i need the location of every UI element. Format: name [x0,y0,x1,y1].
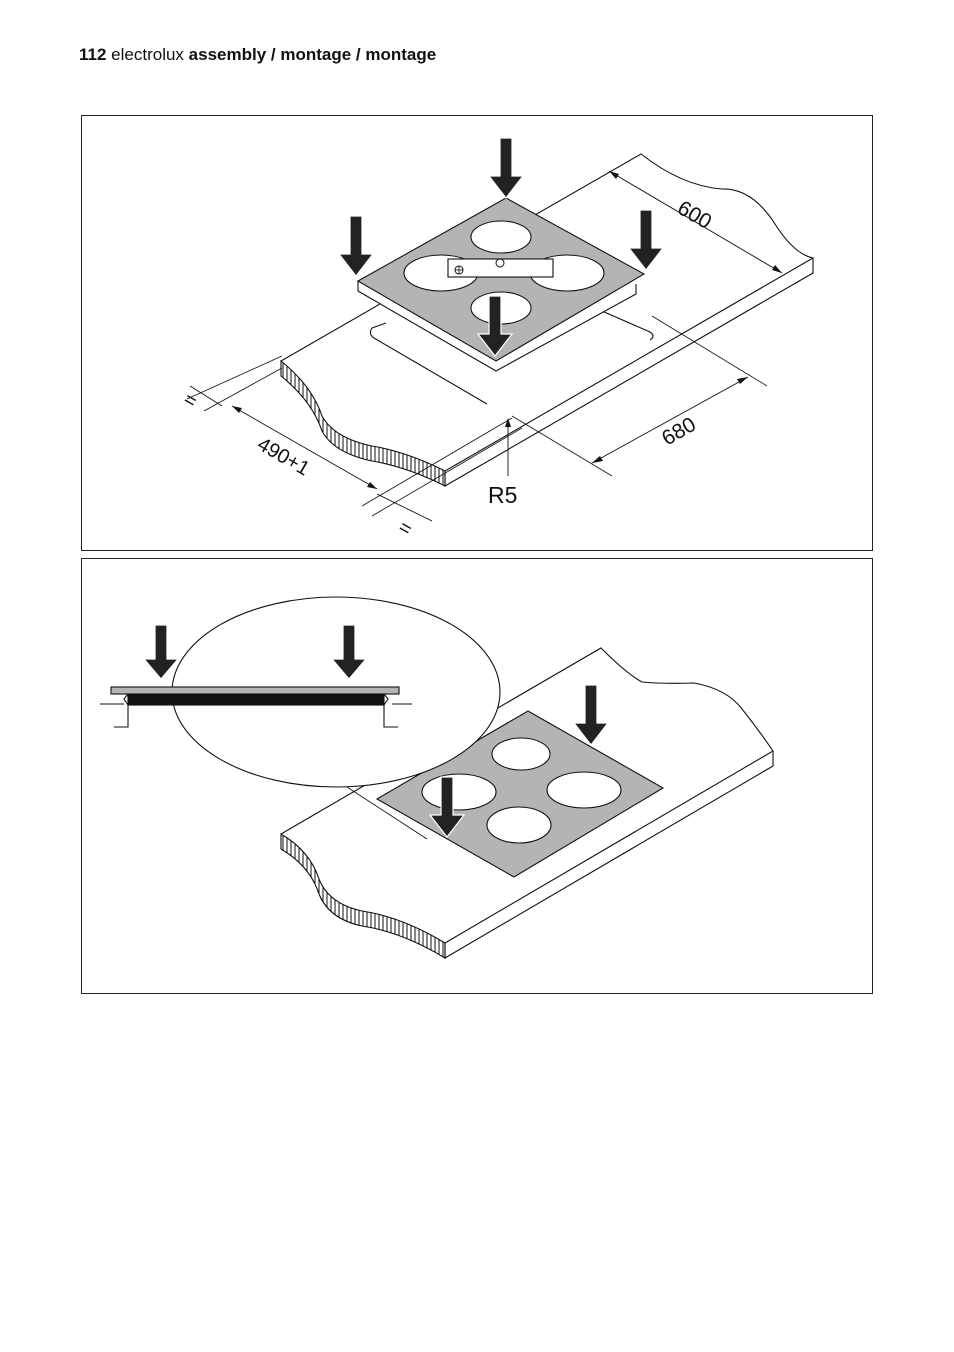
dim-line-680 [591,376,749,464]
page-header: 112 electrolux assembly / montage / mont… [79,45,436,65]
detail-leader [346,786,428,840]
extension-line [361,417,513,507]
dimension-600: 600 [674,196,716,233]
press-arrows [142,624,610,838]
figure-cutout-dimensions: 600 680 490+1 R5 = = [81,115,873,551]
arrowhead [609,171,619,179]
figure-1-drawing: 600 680 490+1 R5 = = [180,137,815,541]
cooking-zone [486,806,552,844]
arrowhead [367,482,377,489]
arrowhead [737,377,748,384]
worktop-cut-section [280,833,446,959]
equal-sign-left: = [180,388,201,413]
extension-line [371,427,523,517]
cooking-zone [546,771,622,809]
detail-seal [127,694,385,706]
cutout-left-edge [371,322,387,329]
radius-label: R5 [488,482,517,508]
press-arrows [337,137,665,357]
extension-line [203,367,283,412]
detail-clip-left [114,693,129,728]
extension-line [511,415,613,477]
detail-view [100,596,501,788]
page-number: 112 [79,45,107,64]
arrowhead [505,418,511,427]
dimension-490: 490+1 [254,433,314,480]
detail-glass [110,686,400,695]
dim-line-600 [608,170,783,274]
hob-glass [356,197,646,362]
worktop-cut-section [280,359,446,487]
down-arrow-icon [487,137,525,199]
cutout-left-corner [369,327,488,405]
figure-hob-fitting [81,558,873,994]
section-title: assembly / montage / montage [188,45,437,64]
dim-line-equal-bottom [376,493,433,522]
dim-line-equal-left [189,385,223,407]
cooking-zone [491,737,551,771]
cooking-zone [470,220,532,254]
cutout-right-corner [601,310,654,341]
down-arrow-icon [428,776,466,838]
worktop-outline [280,153,815,472]
down-arrow-icon [337,215,375,277]
down-arrow-icon [572,684,610,746]
arrowhead [592,456,603,463]
down-arrow-icon [476,295,514,357]
spirit-level [447,258,554,278]
detail-clip-right [383,693,398,728]
brand-name: electrolux [111,45,184,64]
equal-sign-bottom: = [395,516,416,541]
extension-line [651,315,768,387]
extension-line [186,355,283,400]
dim-line-490 [231,405,378,490]
down-arrow-icon [627,209,665,271]
level-bubble-icon [495,258,505,268]
figure-2-drawing [100,596,774,959]
worktop-outline [280,647,774,944]
down-arrow-icon [142,624,180,680]
arrowhead [772,265,782,273]
arrowhead [232,406,242,413]
dimension-680: 680 [658,413,700,450]
cooking-zone [421,773,497,811]
down-arrow-icon [330,624,368,680]
